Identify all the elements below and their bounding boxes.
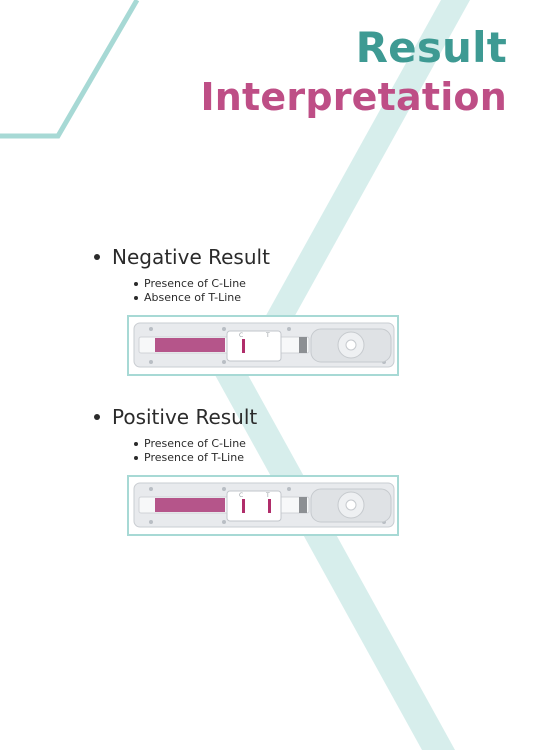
sample-pad xyxy=(155,338,225,352)
mounting-dot xyxy=(287,487,291,491)
sample-well xyxy=(345,339,357,351)
window-mark-c: C xyxy=(239,332,243,339)
negative-heading: Negative Result xyxy=(92,243,270,271)
negative-section: Negative Result Presence of C-Line Absen… xyxy=(92,243,270,305)
diagonal-band-lower xyxy=(215,375,455,750)
window-mark-t: T xyxy=(265,332,270,339)
positive-heading: Positive Result xyxy=(92,403,257,431)
corner-accent-line xyxy=(0,0,140,139)
result-window xyxy=(226,330,282,362)
result-window xyxy=(226,490,282,522)
title-result: Result xyxy=(355,23,507,72)
window-mark-t: T xyxy=(265,492,270,499)
sample-pad xyxy=(155,498,225,512)
mounting-dot xyxy=(222,487,226,491)
control-line xyxy=(242,339,245,353)
negative-test-cassette: C T xyxy=(127,315,399,376)
title-interpretation: Interpretation xyxy=(200,75,507,119)
positive-section: Positive Result Presence of C-Line Prese… xyxy=(92,403,257,465)
negative-criteria-list: Presence of C-Line Absence of T-Line xyxy=(92,277,270,305)
mounting-dot xyxy=(222,520,226,524)
mounting-dot xyxy=(149,487,153,491)
positive-criterion: Presence of C-Line xyxy=(132,437,257,451)
diagonal-band-upper xyxy=(233,0,470,375)
sample-well xyxy=(345,499,357,511)
mounting-dot xyxy=(149,520,153,524)
reading-bar xyxy=(299,337,307,353)
mounting-dot xyxy=(149,360,153,364)
mounting-dot xyxy=(149,327,153,331)
control-line xyxy=(242,499,245,513)
mounting-dot xyxy=(287,327,291,331)
window-mark-c: C xyxy=(239,492,243,499)
positive-criterion: Presence of T-Line xyxy=(132,451,257,465)
reading-bar xyxy=(299,497,307,513)
negative-criterion: Presence of C-Line xyxy=(132,277,270,291)
negative-criterion: Absence of T-Line xyxy=(132,291,270,305)
positive-criteria-list: Presence of C-Line Presence of T-Line xyxy=(92,437,257,465)
mounting-dot xyxy=(222,327,226,331)
test-line xyxy=(268,499,271,513)
mounting-dot xyxy=(222,360,226,364)
positive-test-cassette: C T xyxy=(127,475,399,536)
